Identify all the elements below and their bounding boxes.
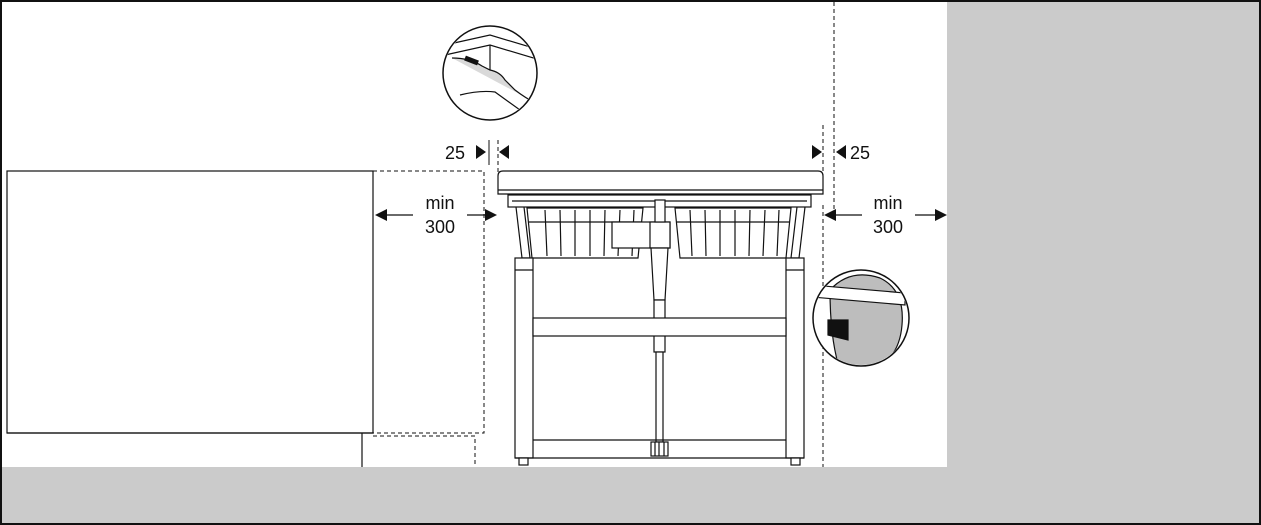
basket-wire [748, 209, 751, 257]
appliance-unit [497, 170, 824, 466]
basket-wire [544, 209, 548, 257]
hand-touching-corner-icon [442, 25, 538, 121]
spring-neck [654, 199, 666, 223]
arrow-left-icon [375, 209, 387, 221]
head-clearance-icon [812, 269, 910, 367]
arrow-right-icon [935, 209, 947, 221]
left-plinth-guide [373, 435, 476, 467]
gap-left-label: 25 [445, 143, 465, 163]
dimension-min-left: min 300 [375, 193, 497, 237]
cabinet-body [6, 170, 374, 434]
min-left-word: min [425, 193, 454, 213]
basket-wire [762, 209, 766, 257]
floor [2, 467, 1259, 523]
worktop [497, 170, 824, 195]
adjacent-cabinet [6, 170, 374, 467]
arrow-right-icon [485, 209, 497, 221]
center-bracket-inner [649, 221, 671, 249]
left-frame-post [514, 257, 534, 459]
spring-rod [655, 351, 664, 443]
dimension-gap-left: 25 [445, 140, 509, 165]
arrow-left-icon [499, 145, 509, 159]
right-upper-support [790, 206, 806, 259]
right-foot [790, 457, 801, 466]
gap-right-label: 25 [850, 143, 870, 163]
arrow-right-icon [476, 145, 486, 159]
dimension-min-right: min 300 [824, 193, 947, 237]
basket-wire [776, 209, 780, 257]
left-clearance-outline [373, 170, 485, 434]
min-right-value: 300 [873, 217, 903, 237]
frame-mid-rail [532, 317, 787, 337]
arrow-left-icon [824, 209, 836, 221]
basket-wire [559, 209, 562, 257]
basket-wire [704, 209, 707, 257]
basket-wire [603, 209, 606, 257]
min-right-word: min [873, 193, 902, 213]
right-frame-post [785, 257, 805, 459]
basket-wire [689, 209, 693, 257]
right-basket [674, 207, 792, 259]
spring-body [650, 247, 669, 301]
left-foot [518, 457, 529, 466]
arrow-left-icon [836, 145, 846, 159]
min-left-value: 300 [425, 217, 455, 237]
right-wall [947, 2, 1259, 468]
dimension-gap-right: 25 [812, 143, 870, 163]
arrow-right-icon [812, 145, 822, 159]
